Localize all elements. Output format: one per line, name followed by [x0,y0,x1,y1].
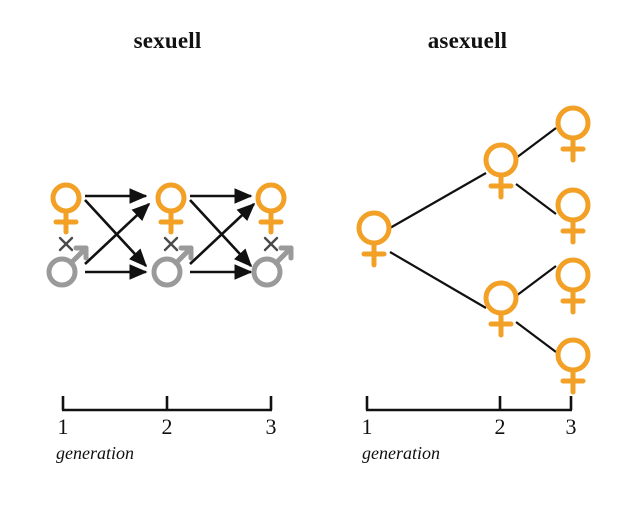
edge-arrow-male-to-female [84,202,151,265]
male-symbol [46,245,89,288]
male-symbol [251,245,294,288]
edges-sexual-gen1-gen2 [84,188,151,280]
asexual-generation-2 [483,142,519,338]
edge-arrow-male-to-female [189,202,256,265]
sexual-generation-1 [46,182,89,288]
axis-sexual [61,396,273,412]
edge-line-lower-to-child-4 [515,321,557,353]
female-symbol [483,280,519,338]
axis-label-sexual-3: 3 [265,414,277,439]
asexual-generation-3 [555,105,591,395]
panel-title-sexual: sexuell [133,28,202,53]
edge-arrow-female-to-male [84,199,148,268]
female-symbol [555,337,591,395]
female-symbol [483,142,519,200]
axis-label-sexual-1: 1 [57,414,69,439]
female-symbol [155,182,187,235]
female-symbol [555,187,591,245]
female-symbol [50,182,82,235]
edge-arrow-female-to-male [189,199,253,268]
sexual-generation-2 [151,182,194,288]
axis-label-asexual-3: 3 [565,414,577,439]
edge-line-root-to-upper [389,172,487,229]
edge-line-upper-to-child-1 [515,127,557,159]
asexual-generation-1 [356,210,392,268]
female-symbol [555,105,591,163]
pairing-cross-icon [163,236,179,252]
female-symbol [555,257,591,315]
panel-asexual [356,105,591,412]
pairing-cross-icon [58,236,74,252]
pairing-cross-icon [263,236,279,252]
edges-sexual-gen2-gen3 [189,188,256,280]
axis-caption-sexual: generation [56,443,134,463]
axis-label-asexual-2: 2 [494,414,506,439]
edge-line-root-to-lower [389,251,487,309]
sexual-generation-3 [251,182,294,288]
edge-line-upper-to-child-2 [515,183,557,215]
male-symbol [151,245,194,288]
axis-asexual [365,396,573,412]
female-symbol [356,210,392,268]
female-symbol [255,182,287,235]
panel-title-asexual: asexuell [427,28,508,53]
axis-caption-asexual: generation [362,443,440,463]
edge-line-lower-to-child-3 [515,265,557,297]
panel-sexual [46,182,294,412]
axis-label-sexual-2: 2 [161,414,173,439]
edges-asexual [389,127,557,353]
axis-label-asexual-1: 1 [361,414,373,439]
